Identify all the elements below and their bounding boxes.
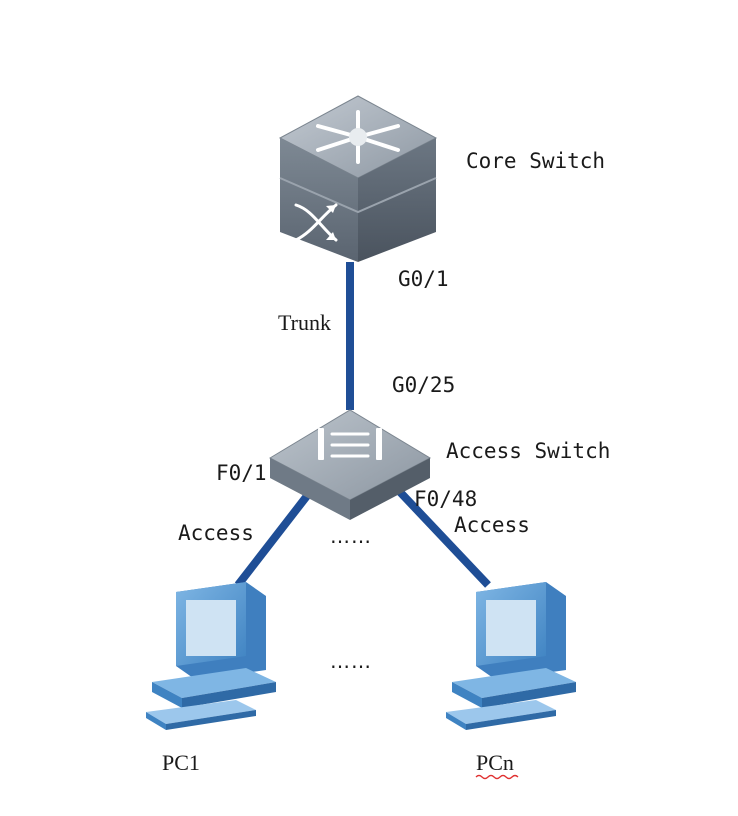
- access-link-right: [397, 489, 491, 588]
- access-link-right-label: Access: [454, 513, 530, 537]
- pc-icon-left: [146, 582, 276, 730]
- core-switch-label: Core Switch: [466, 149, 605, 173]
- access-last-port-label: F0/48: [414, 487, 477, 511]
- ellipsis-pcs: ……: [330, 649, 372, 673]
- ellipsis-links: ……: [330, 524, 372, 548]
- pc-last-label: PCn: [476, 750, 514, 775]
- core-switch-icon: [278, 95, 438, 262]
- trunk-link-label: Trunk: [278, 310, 331, 335]
- access-switch-icon: [268, 409, 432, 520]
- access-link-left-label: Access: [178, 521, 254, 545]
- core-uplink-port-label: G0/1: [398, 267, 449, 291]
- access-link-left: [234, 489, 314, 588]
- spellcheck-underline: [475, 774, 519, 780]
- access-first-port-label: F0/1: [216, 461, 267, 485]
- pc-first-label: PC1: [162, 750, 200, 775]
- access-uplink-port-label: G0/25: [392, 373, 455, 397]
- access-switch-label: Access Switch: [446, 439, 610, 463]
- pc-icon-right: [446, 582, 576, 730]
